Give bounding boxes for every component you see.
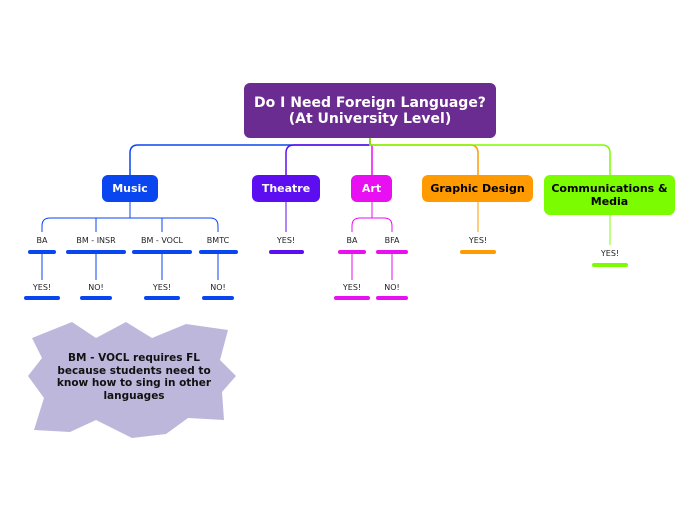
connector-music-child-3 (209, 217, 219, 232)
music-bm-insr-label[interactable]: BM - INSR (76, 236, 116, 245)
connector-communications-media (369, 138, 611, 175)
callout-note[interactable]: BM - VOCL requires FL because students n… (56, 352, 212, 402)
root-topic[interactable]: Do I Need Foreign Language? (At Universi… (244, 83, 496, 138)
art-bfa-label[interactable]: BFA (384, 236, 400, 245)
branch-communications-media[interactable]: Communications & Media (544, 175, 675, 215)
connector-graphic-design (369, 138, 479, 175)
branch-graphic-design[interactable]: Graphic Design (422, 175, 533, 202)
music-bm-vocl-label[interactable]: BM - VOCL (140, 236, 184, 245)
connector-music-child-0 (41, 217, 51, 232)
art-ba-label[interactable]: BA (346, 236, 358, 245)
connector-art-bfa (383, 217, 393, 232)
music-ba-label[interactable]: BA (36, 236, 48, 245)
connector-theatre (285, 138, 371, 175)
music-bm-vocl-answer[interactable]: YES! (152, 283, 172, 292)
theatre-answer[interactable]: YES! (276, 236, 296, 245)
graphic-design-answer[interactable]: YES! (468, 236, 488, 245)
branch-theatre[interactable]: Theatre (252, 175, 320, 202)
music-bm-insr-answer[interactable]: NO! (88, 283, 104, 292)
branch-music[interactable]: Music (102, 175, 158, 202)
art-bfa-answer[interactable]: NO! (384, 283, 400, 292)
branch-art[interactable]: Art (351, 175, 392, 202)
music-bmtc-answer[interactable]: NO! (210, 283, 226, 292)
art-ba-answer[interactable]: YES! (342, 283, 362, 292)
communications-media-answer[interactable]: YES! (600, 249, 620, 258)
music-ba-answer[interactable]: YES! (32, 283, 52, 292)
callout-burst-shape (28, 322, 236, 438)
connector-art-ba (351, 217, 361, 232)
music-bmtc-label[interactable]: BMTC (206, 236, 230, 245)
connector-music (129, 138, 371, 175)
